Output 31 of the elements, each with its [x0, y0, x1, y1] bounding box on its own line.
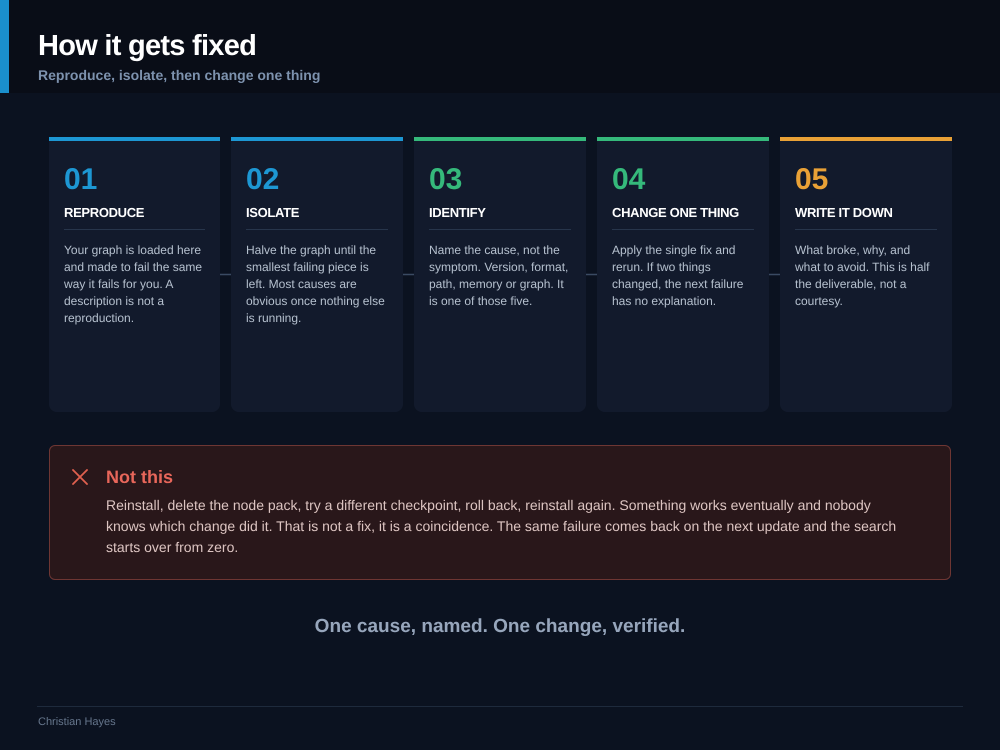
- connector-line: [769, 274, 780, 276]
- step-number: 05: [795, 163, 828, 197]
- warning-text: Reinstall, delete the node pack, try a different checkpoint, roll back, reinstall again. Something works eventually and nobody knows which change did it. That is not a fix, it is a coincidence. The same failure comes back on the next update and the search starts over from zero.: [106, 496, 898, 557]
- step-description: Halve the graph until the smallest failing piece is left. Most causes are obvious once nothing else is running.: [246, 242, 386, 327]
- connector-line: [220, 274, 231, 276]
- step-description: Name the cause, not the symptom. Version, format, path, memory or graph. It is one of those five.: [429, 242, 570, 310]
- step-description: Apply the single fix and rerun. If two things changed, the next failure has no explanation.: [612, 242, 744, 310]
- step-card: [597, 137, 769, 412]
- subtitle: Reproduce, isolate, then change one thing: [38, 66, 320, 84]
- step-number: 04: [612, 163, 646, 197]
- step-heading: ISOLATE: [246, 204, 300, 221]
- step-card: [414, 137, 586, 412]
- step-number: 02: [246, 163, 280, 197]
- tagline: One cause, named. One change, verified.: [314, 615, 686, 639]
- step-heading: IDENTIFY: [429, 204, 486, 221]
- connector-line: [403, 274, 414, 276]
- warning-heading: Not this: [106, 466, 173, 489]
- step-card: [49, 137, 220, 412]
- warning-panel: [49, 445, 951, 580]
- step-description: Your graph is loaded here and made to fail the same way it fails for you. A description is not a reproduction.: [64, 242, 204, 327]
- footer-credit: Christian Hayes: [38, 715, 116, 730]
- step-number: 03: [429, 163, 462, 197]
- step-number: 01: [64, 163, 98, 197]
- step-description: What broke, why, and what to avoid. This is half the deliverable, not a courtesy.: [795, 242, 931, 310]
- step-heading: CHANGE ONE THING: [612, 204, 739, 221]
- step-heading: REPRODUCE: [64, 204, 144, 221]
- step-card: [780, 137, 952, 412]
- step-heading: WRITE IT DOWN: [795, 204, 893, 221]
- page-title: How it gets fixed: [38, 29, 256, 64]
- step-card: [231, 137, 403, 412]
- connector-line: [586, 274, 597, 276]
